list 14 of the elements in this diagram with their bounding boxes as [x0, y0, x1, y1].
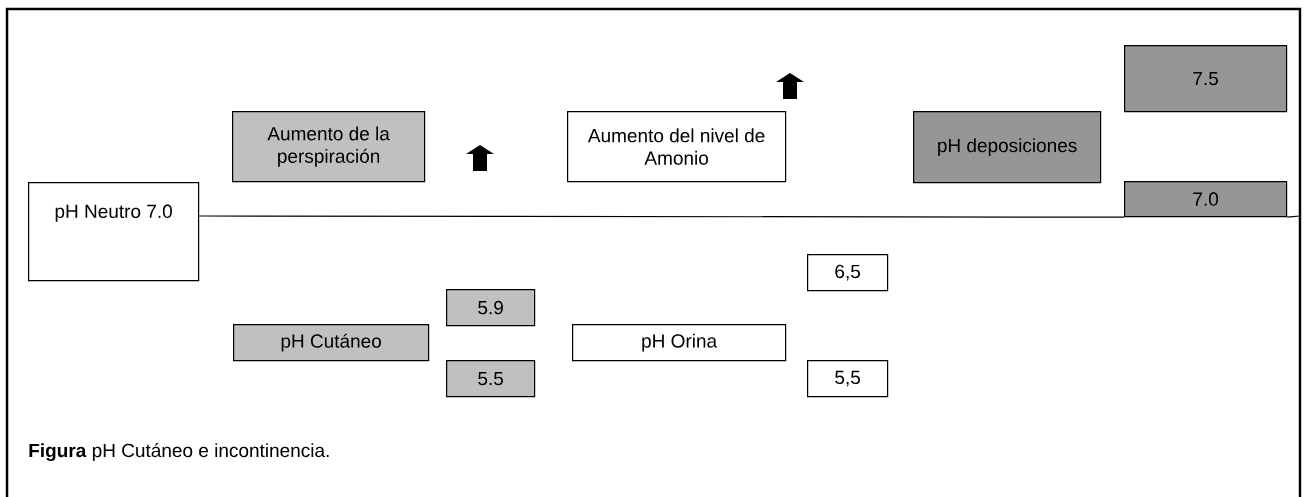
value-box: 5.5: [446, 360, 536, 398]
label-box: Aumento de la perspiración: [232, 111, 426, 183]
label-box: Aumento del nivel de Amonio: [567, 111, 787, 183]
value-box: 7.0: [1124, 181, 1288, 218]
line: [198, 215, 1125, 218]
label-box: pH Orina: [572, 324, 787, 362]
label-box: pH deposiciones: [913, 111, 1102, 184]
caption: Figura pH Cutáneo e incontinencia.: [29, 443, 329, 461]
label-box: pH Cutáneo: [233, 324, 430, 362]
value-box: 6,5: [807, 254, 889, 292]
value-box: 5.9: [446, 289, 536, 327]
label-box: pH Neutro 7.0: [28, 182, 200, 282]
value-box: 5,5: [807, 360, 889, 398]
label-box: 7.5: [1124, 45, 1288, 113]
